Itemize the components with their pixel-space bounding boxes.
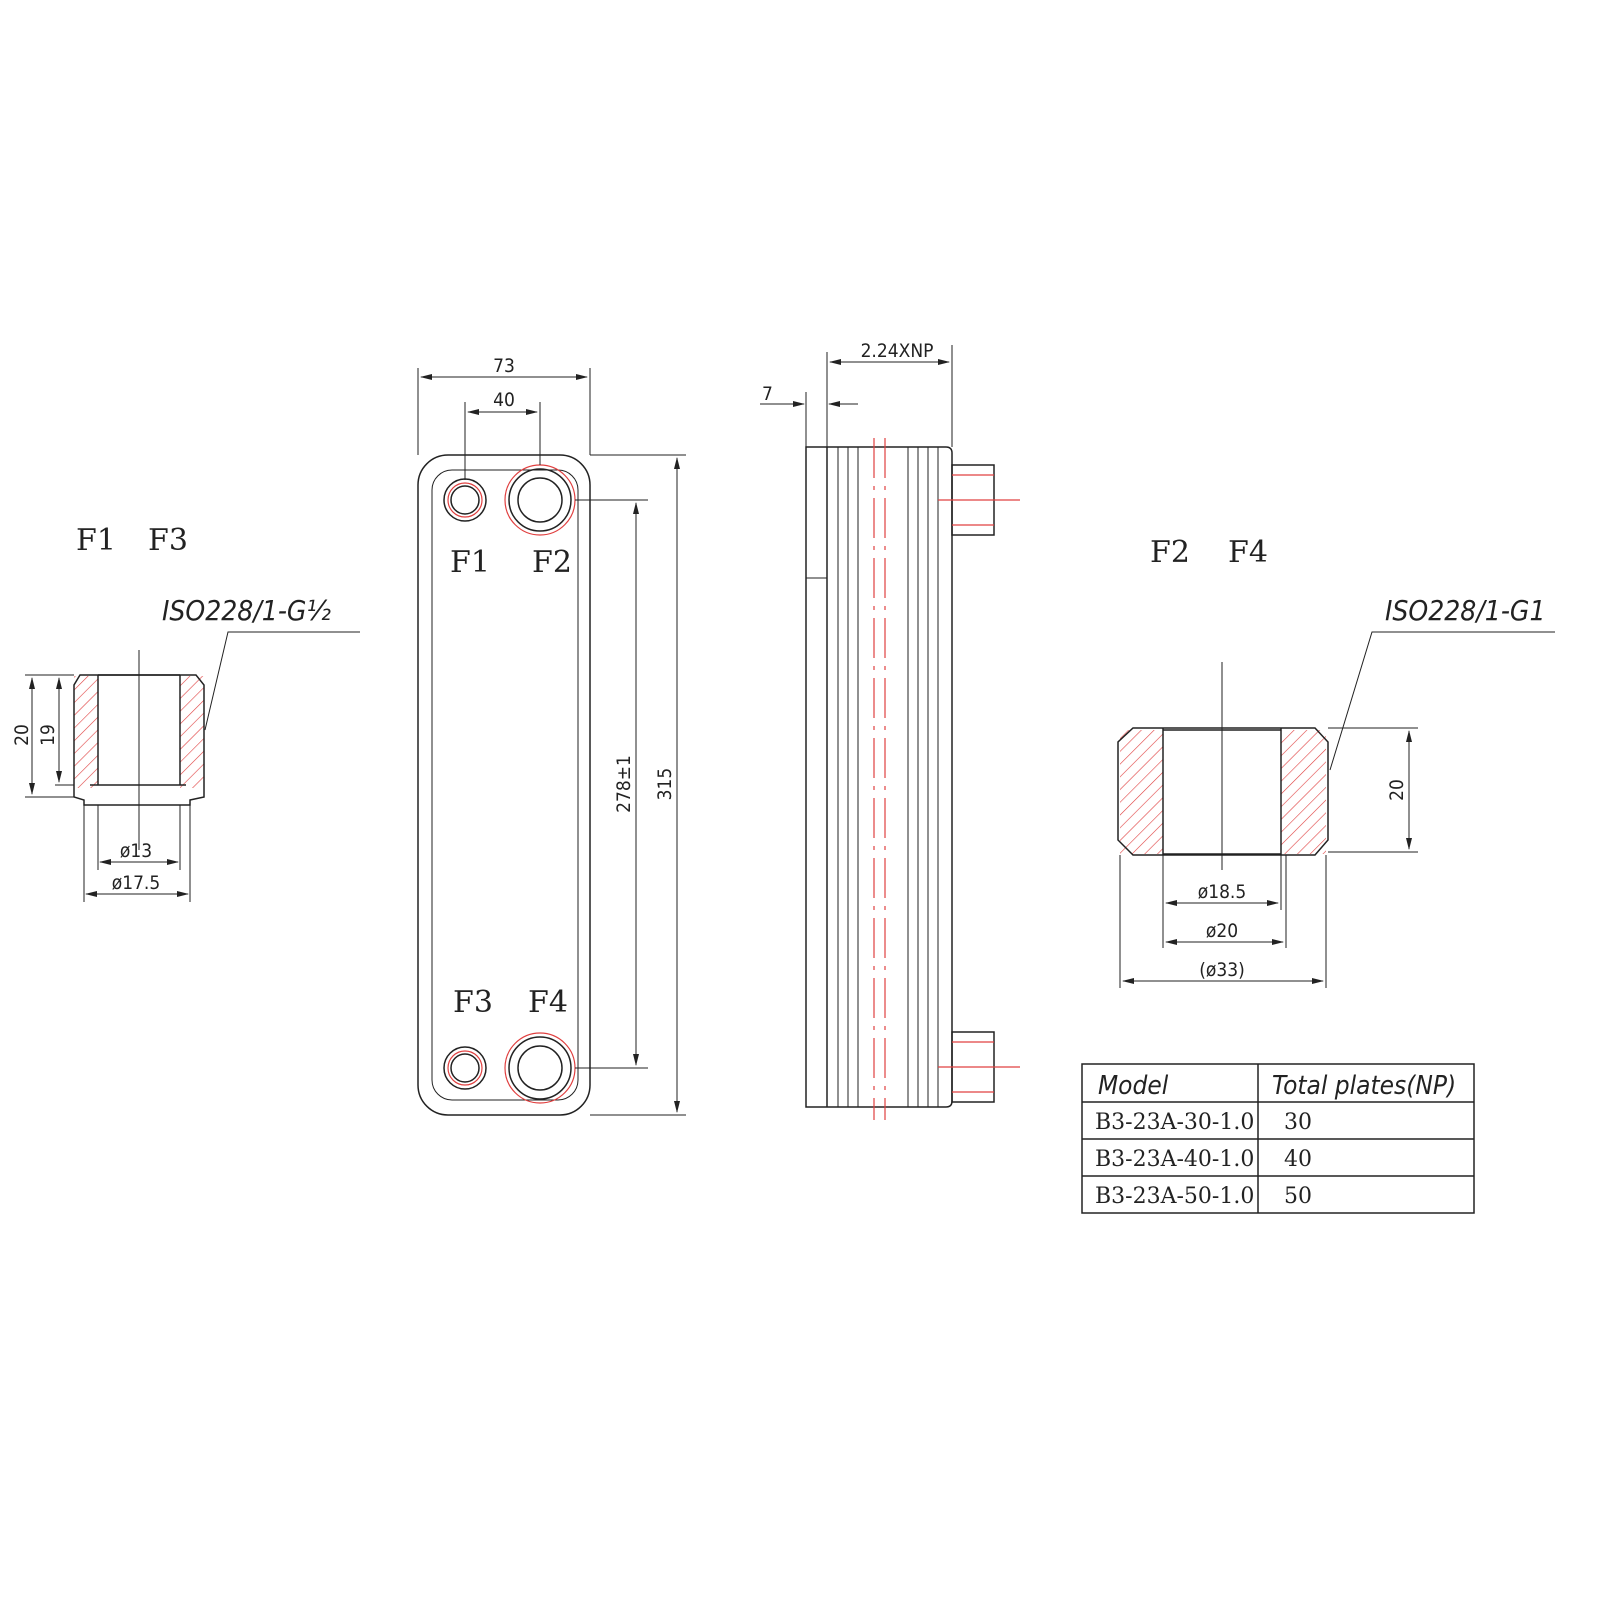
connector-bottom xyxy=(938,1031,1020,1103)
front-view: F1 F2 F3 F4 73 40 278±1 315 xyxy=(417,355,686,1116)
table-row: B3-23A-40-1.0 40 xyxy=(1095,1147,1312,1172)
model-cell: B3-23A-30-1.0 xyxy=(1095,1110,1254,1135)
section-hatch xyxy=(1281,730,1326,854)
dim-end-plate: 7 xyxy=(762,383,773,405)
label-f2: F2 xyxy=(1150,535,1190,570)
port-f3 xyxy=(443,1046,487,1090)
left-fitting-detail: F1 F3 ISO228/1-G½ 20 19 ø13 ø17.5 xyxy=(11,523,360,902)
model-table: Model Total plates(NP) B3-23A-30-1.0 30 … xyxy=(1081,1063,1475,1214)
dim-thickness: 2.24XNP xyxy=(861,340,934,362)
thread-spec-right: ISO228/1-G1 xyxy=(1385,594,1545,627)
port-label-f3: F3 xyxy=(453,985,493,1020)
dim-bore: ø13 xyxy=(120,840,152,862)
dim-outer: ø17.5 xyxy=(112,872,161,894)
dim-outer-right: (ø33) xyxy=(1199,959,1245,981)
dim-port-spacing-v: 278±1 xyxy=(613,755,635,813)
section-hatch xyxy=(180,676,204,788)
plates-cell: 40 xyxy=(1284,1147,1312,1172)
port-f2 xyxy=(504,464,576,536)
port-label-f2: F2 xyxy=(532,545,572,580)
model-cell: B3-23A-50-1.0 xyxy=(1095,1184,1254,1209)
side-view: 2.24XNP 7 xyxy=(760,340,1020,1120)
section-hatch xyxy=(74,676,98,788)
right-fitting-detail: F2 F4 ISO228/1-G1 20 ø18.5 ø20 (ø33) xyxy=(1117,535,1555,988)
dim-port-spacing-h: 40 xyxy=(493,389,515,411)
plates-cell: 50 xyxy=(1284,1184,1312,1209)
table-header-plates: Total plates(NP) xyxy=(1272,1071,1456,1101)
plates-cell: 30 xyxy=(1284,1110,1312,1135)
table-header-model: Model xyxy=(1098,1071,1169,1101)
dim-inner-right: ø20 xyxy=(1206,920,1238,942)
model-cell: B3-23A-40-1.0 xyxy=(1095,1147,1254,1172)
label-f4: F4 xyxy=(1228,535,1268,570)
dim-height-right: 20 xyxy=(1386,779,1408,801)
connector-top xyxy=(938,464,1020,536)
label-f3: F3 xyxy=(148,523,188,558)
dim-width: 73 xyxy=(493,355,515,377)
thread-spec-left: ISO228/1-G½ xyxy=(162,594,331,627)
dim-height-19: 19 xyxy=(37,724,59,746)
port-f1 xyxy=(443,478,487,522)
port-f4 xyxy=(504,1032,576,1104)
dim-height-20: 20 xyxy=(11,724,33,746)
label-f1: F1 xyxy=(76,523,116,558)
table-row: B3-23A-50-1.0 50 xyxy=(1095,1184,1312,1209)
leader-line xyxy=(1329,631,1555,771)
section-hatch xyxy=(1120,730,1163,854)
port-label-f4: F4 xyxy=(528,985,568,1020)
table-row: B3-23A-30-1.0 30 xyxy=(1095,1110,1312,1135)
dim-bore-right: ø18.5 xyxy=(1198,881,1247,903)
port-label-f1: F1 xyxy=(450,545,490,580)
leader-line xyxy=(204,631,360,731)
dim-height: 315 xyxy=(654,768,676,801)
